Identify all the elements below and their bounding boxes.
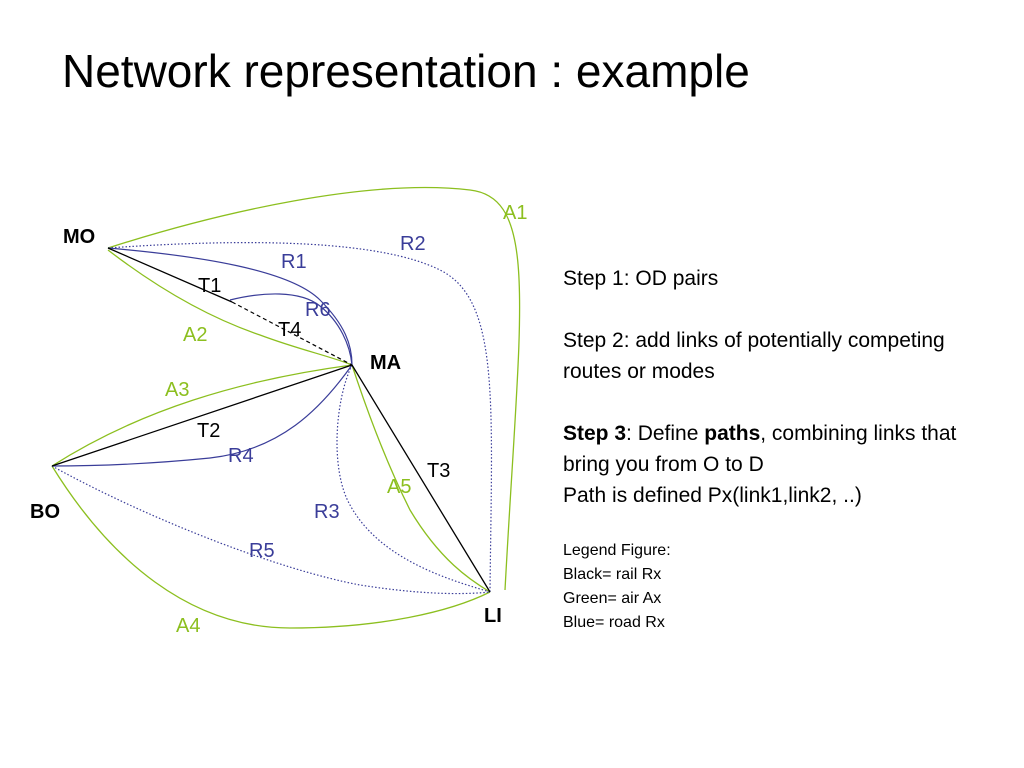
label-a4: A4 [176, 615, 200, 637]
legend-road: Blue= road Rx [563, 614, 665, 631]
link-a2 [107, 249, 353, 366]
label-a1: A1 [503, 202, 527, 224]
label-t1: T1 [198, 275, 221, 297]
label-r1: R1 [281, 251, 307, 273]
steps-text: Step 1: OD pairs Step 2: add links of po… [563, 263, 1003, 511]
step-2: Step 2: add links of potentially competi… [563, 329, 945, 383]
label-t4: T4 [278, 319, 301, 341]
step-3: Step 3: Define paths, combining links th… [563, 418, 1003, 511]
label-t2: T2 [197, 420, 220, 442]
step-3-text-a: : Define [626, 422, 705, 445]
step-1: Step 1: OD pairs [563, 267, 719, 290]
step-3-path-definition: Path is defined Px(link1,link2, ..) [563, 484, 862, 507]
link-r4 [51, 364, 353, 467]
legend-air: Green= air Ax [563, 590, 662, 607]
node-li-label: LI [484, 605, 502, 627]
legend-rail: Black= rail Rx [563, 566, 662, 583]
label-a2: A2 [183, 324, 207, 346]
node-bo-label: BO [30, 501, 60, 523]
legend: Legend Figure: Black= rail Rx Green= air… [563, 539, 863, 635]
label-r5: R5 [249, 540, 275, 562]
label-a5: A5 [387, 476, 411, 498]
step-3-label: Step 3 [563, 422, 627, 445]
link-r6 [229, 293, 353, 366]
node-mo-label: MO [63, 226, 95, 248]
node-ma-label: MA [370, 352, 401, 374]
step-3-text-b: , combining links that bring you from O … [563, 422, 957, 476]
link-r3 [336, 364, 491, 593]
label-a3: A3 [165, 379, 189, 401]
label-t3: T3 [427, 460, 450, 482]
step-3-paths: paths [704, 422, 761, 445]
label-r3: R3 [314, 501, 340, 523]
link-t2 [51, 364, 353, 467]
link-r2 [107, 242, 493, 593]
link-a4 [51, 465, 491, 629]
slide-title: Network representation : example [62, 45, 750, 97]
link-r1 [107, 247, 353, 366]
legend-heading: Legend Figure: [563, 542, 671, 559]
label-r2: R2 [400, 233, 426, 255]
link-t3 [351, 364, 491, 593]
link-a3 [51, 364, 353, 467]
link-t4 [231, 301, 353, 366]
label-r4: R4 [228, 445, 254, 467]
label-r6: R6 [305, 299, 331, 321]
link-t1 [107, 247, 233, 303]
link-a5 [351, 364, 491, 593]
link-a1 [107, 186, 521, 591]
